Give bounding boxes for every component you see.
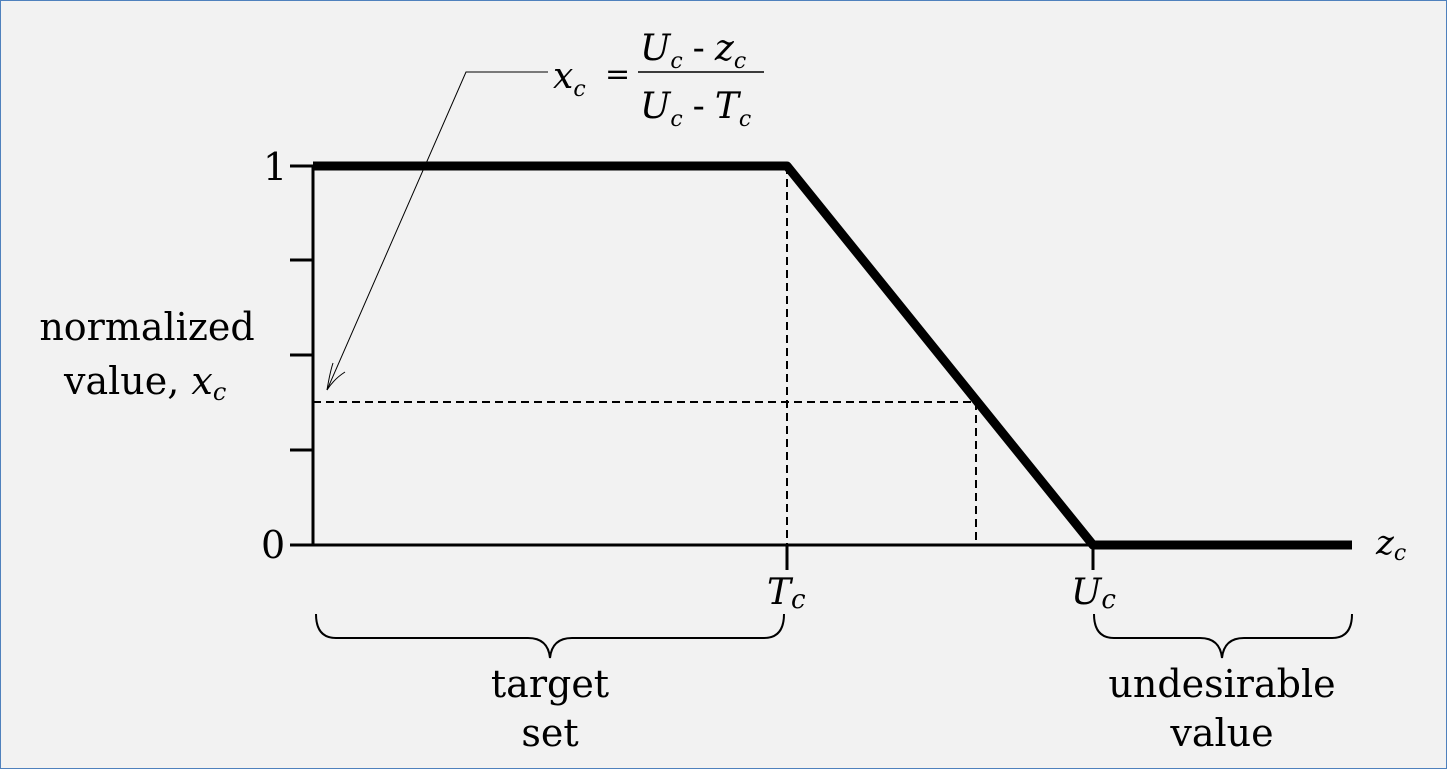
y-min-label: 0: [261, 523, 285, 567]
formula-denominator: Uc-Tc: [640, 86, 751, 132]
formula-lhs: xc: [553, 56, 586, 102]
leader-arrowhead-icon: [326, 362, 346, 391]
formula: xc = Uc-zc Uc-Tc: [553, 28, 764, 132]
undesirable-brace-icon: [1093, 613, 1353, 659]
y-max-label: 1: [263, 145, 287, 189]
x-axis-label: zc: [1375, 523, 1406, 566]
target-set-label-line1: target: [491, 662, 609, 706]
undesirable-label-line1: undesirable: [1108, 662, 1335, 706]
undesirable-label-line2: value: [1169, 711, 1273, 755]
y-axis-label-line2: value, xc: [63, 359, 226, 406]
formula-equals: =: [605, 57, 630, 92]
target-set-label-line2: set: [521, 711, 578, 755]
formula-numerator: Uc-zc: [640, 28, 746, 74]
normalization-curve: [313, 161, 1352, 550]
formula-leader-line: [326, 71, 548, 391]
y-axis-label-line1: normalized: [39, 305, 254, 349]
target-brace-icon: [315, 613, 785, 659]
target-marker-label: Tc: [767, 572, 806, 615]
undesirable-marker-label: Uc: [1071, 572, 1116, 615]
